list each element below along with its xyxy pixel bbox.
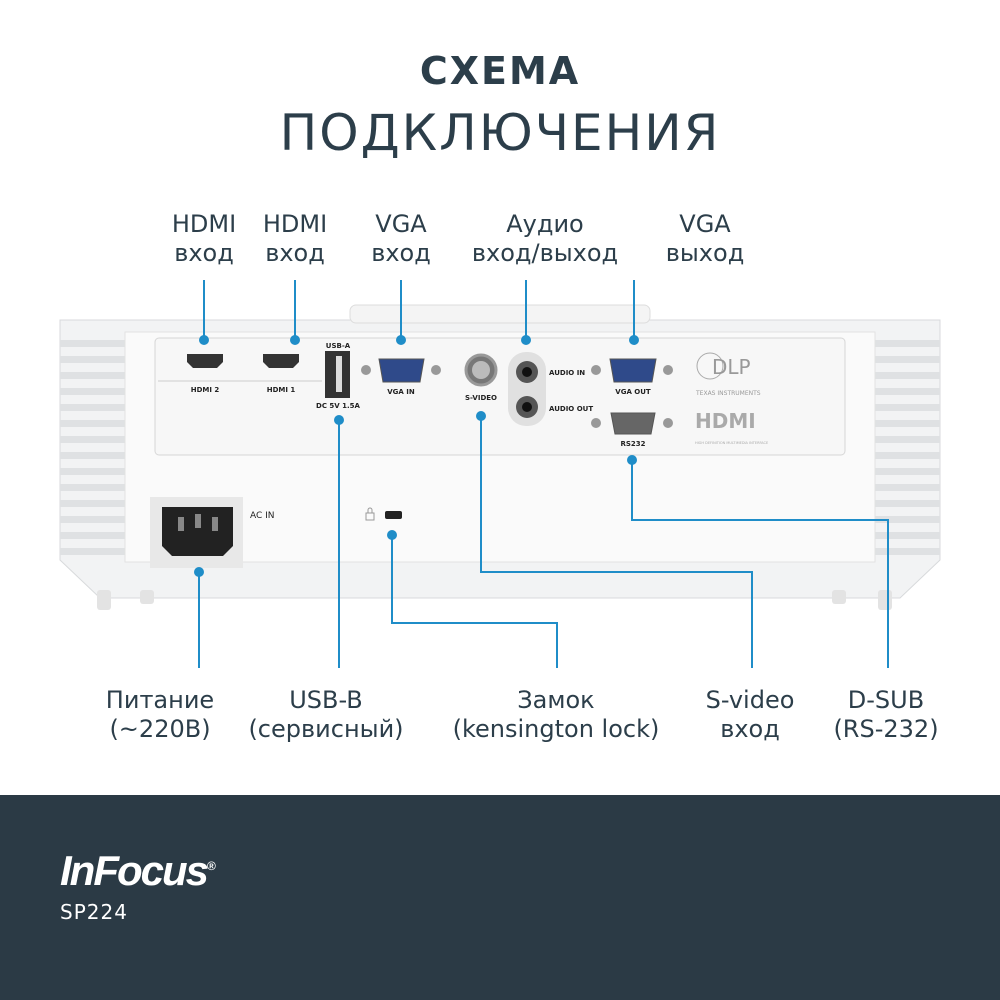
svg-text:AUDIO IN: AUDIO IN	[549, 369, 585, 377]
svg-text:HDMI: HDMI	[695, 409, 756, 433]
svideo-port: S-VIDEO	[464, 353, 498, 402]
ac-inlet: AC IN	[150, 497, 275, 568]
rs232-port: RS232	[591, 412, 673, 448]
svg-text:HDMI 1: HDMI 1	[267, 386, 296, 394]
leader-dots	[194, 335, 639, 577]
lock-icon	[365, 507, 375, 521]
cooling-fins-right	[875, 340, 940, 555]
hdmi-logo: HDMI HIGH DEFINITION MULTIMEDIA INTERFACE	[695, 409, 768, 445]
hdmi1-port: HDMI 1	[263, 354, 299, 394]
svg-text:AUDIO OUT: AUDIO OUT	[549, 405, 593, 413]
label-usb-b: USB-B(сервисный)	[248, 686, 404, 743]
svg-text:VGA OUT: VGA OUT	[615, 388, 651, 396]
svg-text:RS232: RS232	[620, 440, 645, 448]
label-dsub: D-SUB(RS-232)	[833, 686, 939, 743]
title-line-1: СХЕМА	[419, 49, 581, 93]
hdmi2-port: HDMI 2	[187, 354, 223, 394]
audio-ports: AUDIO IN AUDIO OUT	[508, 352, 593, 426]
brand-logo: InFocus®	[60, 847, 216, 894]
model-name: SP224	[60, 900, 128, 924]
svg-text:DC 5V 1.5A: DC 5V 1.5A	[316, 402, 361, 410]
dlp-logo: DLP TEXAS INSTRUMENTS	[695, 352, 761, 397]
svg-text:S-VIDEO: S-VIDEO	[465, 394, 497, 402]
vga-in-port: VGA IN	[361, 358, 441, 396]
svg-text:HIGH DEFINITION MULTIMEDIA INT: HIGH DEFINITION MULTIMEDIA INTERFACE	[695, 441, 768, 445]
svg-text:TEXAS INSTRUMENTS: TEXAS INSTRUMENTS	[695, 390, 761, 397]
footer-bar	[0, 795, 1000, 1000]
cooling-fins-left	[60, 340, 125, 555]
svg-text:DLP: DLP	[712, 355, 751, 379]
leader-lines	[198, 280, 889, 668]
usb-a-port: USB-A DC 5V 1.5A	[316, 342, 361, 410]
svg-text:VGA IN: VGA IN	[387, 388, 415, 396]
kensington-slot	[365, 507, 402, 521]
label-lock: Замок(kensington lock)	[452, 686, 660, 743]
svg-text:AC IN: AC IN	[250, 511, 275, 521]
svg-text:USB-A: USB-A	[326, 342, 351, 350]
projector-diagram: HDMI 2 HDMI 1 USB-A DC 5V 1.5A VGA IN S-V…	[59, 280, 941, 668]
vga-out-port: VGA OUT	[591, 358, 673, 396]
title-line-2: ПОДКЛЮЧЕНИЯ	[279, 104, 721, 162]
label-power: Питание(~220В)	[105, 686, 215, 743]
svg-text:HDMI 2: HDMI 2	[191, 386, 220, 394]
